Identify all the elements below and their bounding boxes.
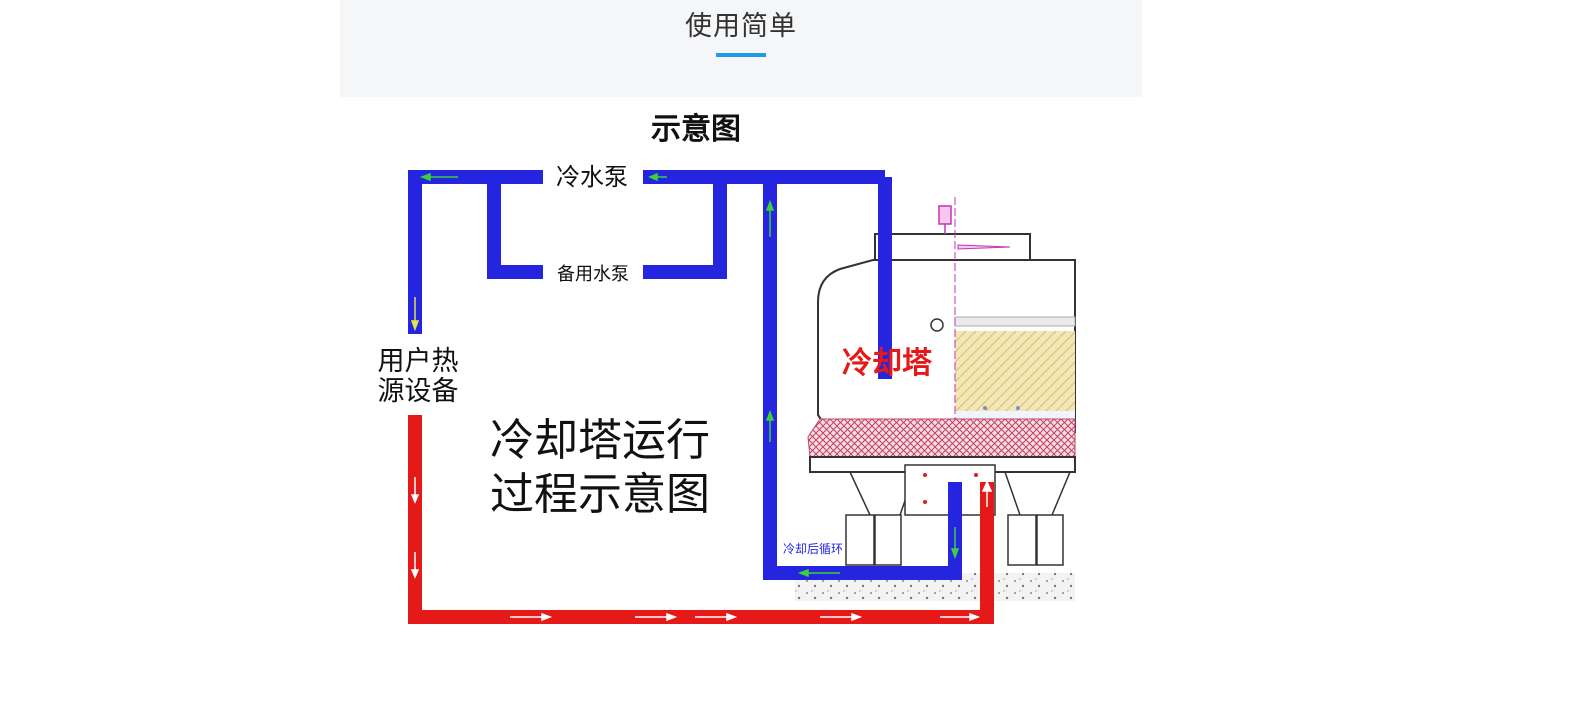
cold-flow-arrows xyxy=(419,172,960,578)
user-heat-label-line1: 用户热 xyxy=(378,346,459,377)
diagram-title: 示意图 xyxy=(651,112,741,147)
cooled-cycle-label: 冷却后循环 xyxy=(783,542,843,556)
product-card: 使用简单 xyxy=(340,0,1142,680)
tower-label: 冷却塔 xyxy=(842,346,933,381)
diagram-canvas: 示意图 冷水泵 备用水泵 用户热 源设备 冷却塔 冷却塔运行 过程示意图 冷却后… xyxy=(340,97,1142,680)
section-header: 使用简单 xyxy=(340,0,1142,97)
backup-pump-label: 备用水泵 xyxy=(557,264,629,285)
user-inflow-arrow xyxy=(410,297,420,332)
hot-flow-arrows xyxy=(410,477,993,622)
section-title: 使用简单 xyxy=(685,11,797,42)
title-underline xyxy=(716,53,766,57)
process-label-line2: 过程示意图 xyxy=(490,469,710,520)
cooling-tower-diagram: 示意图 冷水泵 备用水泵 用户热 源设备 冷却塔 冷却塔运行 过程示意图 冷却后… xyxy=(340,97,1142,680)
process-label-line1: 冷却塔运行 xyxy=(490,415,710,466)
cold-pump-label: 冷水泵 xyxy=(556,163,628,191)
user-heat-label-line2: 源设备 xyxy=(378,376,459,407)
